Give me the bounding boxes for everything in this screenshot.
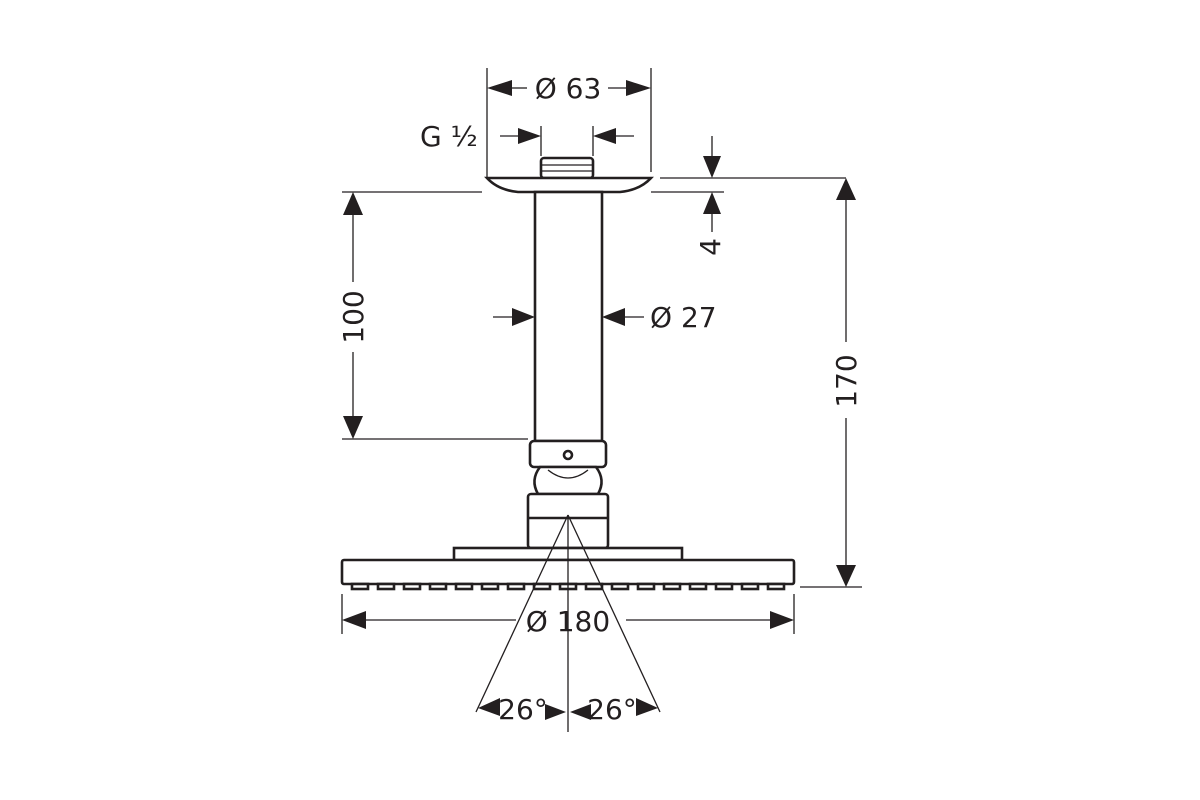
shower-arm-pipe — [533, 190, 604, 443]
dimension-arm-diameter: Ø 27 — [493, 301, 717, 334]
dimension-tilt-angles: 26° 26° — [475, 514, 661, 732]
dimension-flange-thickness: 4 — [651, 136, 846, 256]
spray-nozzle — [532, 582, 552, 591]
dimension-label-tilt-right: 26° — [587, 693, 637, 726]
spray-nozzle — [506, 582, 526, 591]
spray-nozzle — [350, 582, 370, 591]
dimension-label-thread: G ½ — [420, 120, 478, 153]
joint-collar — [528, 439, 608, 469]
spray-nozzle — [610, 582, 630, 591]
dimension-label-flange-thickness: 4 — [694, 238, 727, 256]
spray-nozzle — [454, 582, 474, 591]
spray-nozzle — [402, 582, 422, 591]
spray-nozzle — [662, 582, 682, 591]
ball-joint — [533, 465, 603, 496]
thread-nipple — [539, 156, 595, 180]
dimension-flange-diameter: Ø 63 — [486, 68, 652, 178]
dimension-label-arm-diameter: Ø 27 — [650, 301, 717, 334]
spray-nozzle — [480, 582, 500, 591]
dimension-label-flange-diameter: Ø 63 — [535, 72, 602, 105]
dimension-label-arm-length: 100 — [337, 290, 370, 343]
dimension-label-total-height: 170 — [830, 354, 863, 407]
spray-nozzle — [740, 582, 760, 591]
spray-nozzle — [766, 582, 786, 591]
dimension-total-height: 170 — [800, 178, 863, 588]
joint-screw — [562, 449, 574, 461]
spray-nozzle — [636, 582, 656, 591]
spray-nozzle — [584, 582, 604, 591]
dimension-arm-length: 100 — [337, 191, 528, 440]
spray-nozzle — [714, 582, 734, 591]
spray-nozzle — [688, 582, 708, 591]
spray-nozzle — [428, 582, 448, 591]
dimension-thread: G ½ — [420, 120, 634, 156]
ceiling-flange — [484, 176, 654, 194]
dimension-label-tilt-left: 26° — [498, 693, 548, 726]
spray-nozzle — [376, 582, 396, 591]
